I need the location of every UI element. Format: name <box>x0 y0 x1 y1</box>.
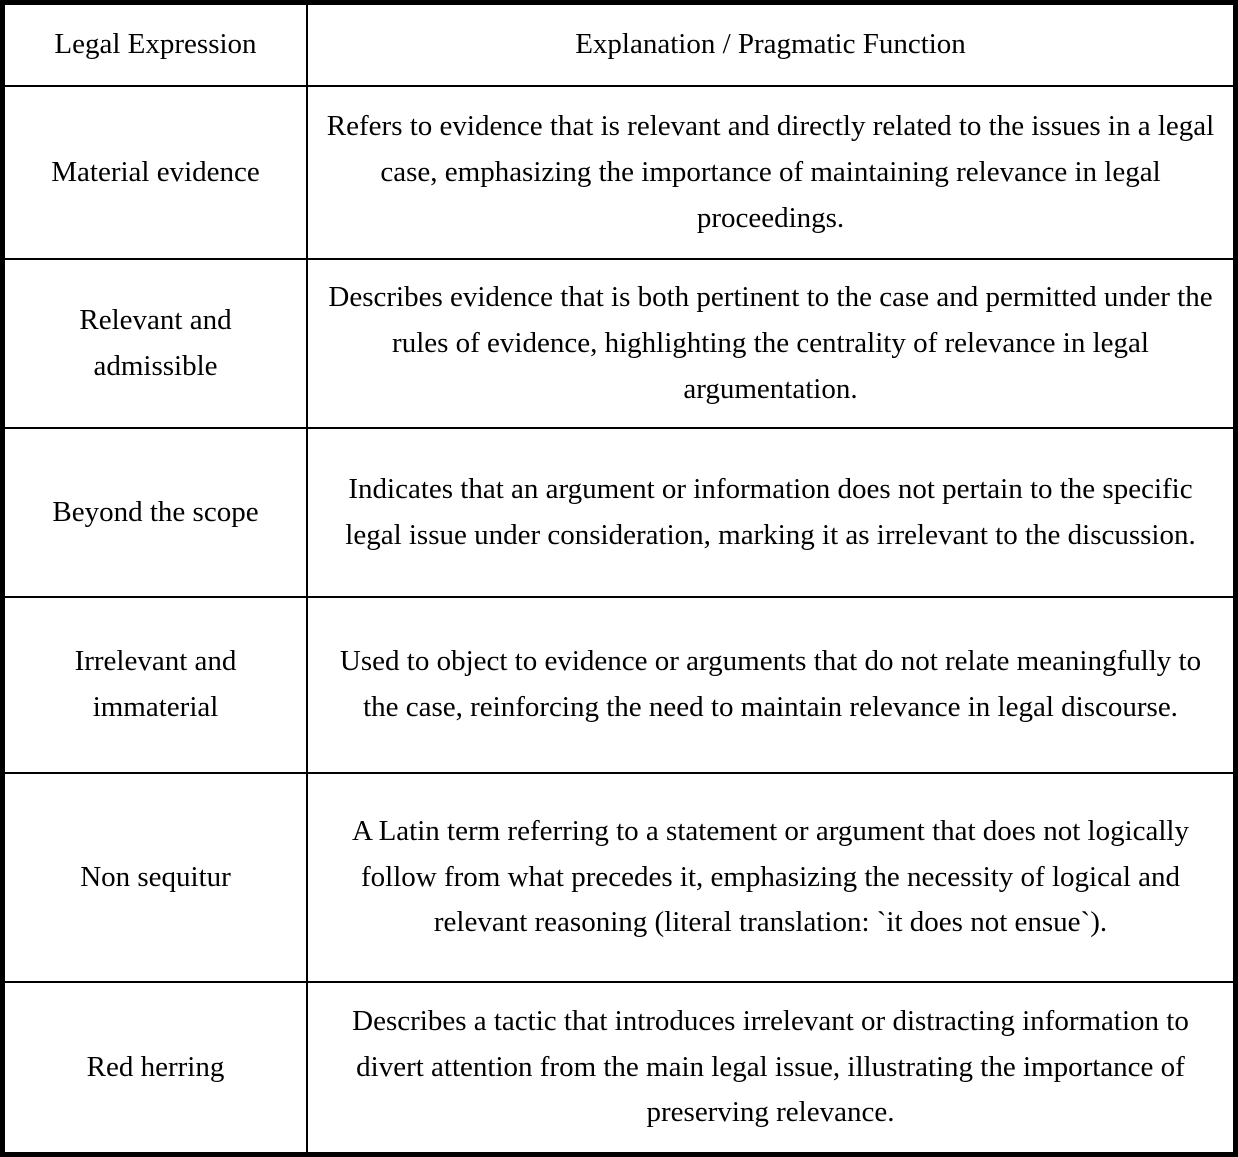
table-row-non-sequitur: Non sequitur A Latin term referring to a… <box>3 771 1235 984</box>
explanation-cell: Indicates that an argument or informatio… <box>306 427 1235 599</box>
expression-cell: Beyond the scope <box>3 427 308 599</box>
table-row-red-herring: Red herring Describes a tactic that intr… <box>3 981 1235 1154</box>
table-row-relevant-admissible: Relevant and admissible Describes eviden… <box>3 258 1235 430</box>
table-row-material-evidence: Material evidence Refers to evidence tha… <box>3 85 1235 261</box>
header-explanation-pragmatic-function: Explanation / Pragmatic Function <box>306 2 1235 88</box>
explanation-cell: Describes evidence that is both pertinen… <box>306 258 1235 430</box>
expression-cell: Relevant and admissible <box>3 258 308 430</box>
expression-cell: Irrelevant and immaterial <box>3 596 308 774</box>
explanation-cell: Refers to evidence that is relevant and … <box>306 85 1235 261</box>
explanation-cell: Describes a tactic that introduces irrel… <box>306 981 1235 1154</box>
table-row-irrelevant-immaterial: Irrelevant and immaterial Used to object… <box>3 596 1235 774</box>
header-legal-expression: Legal Expression <box>3 2 308 88</box>
expression-cell: Material evidence <box>3 85 308 261</box>
expression-cell: Non sequitur <box>3 771 308 984</box>
expression-cell: Red herring <box>3 981 308 1154</box>
explanation-cell: Used to object to evidence or arguments … <box>306 596 1235 774</box>
table-row-beyond-the-scope: Beyond the scope Indicates that an argum… <box>3 427 1235 599</box>
table-header-row: Legal Expression Explanation / Pragmatic… <box>3 2 1235 88</box>
legal-expressions-table-grid: Legal Expression Explanation / Pragmatic… <box>3 2 1235 1154</box>
explanation-cell: A Latin term referring to a statement or… <box>306 771 1235 984</box>
